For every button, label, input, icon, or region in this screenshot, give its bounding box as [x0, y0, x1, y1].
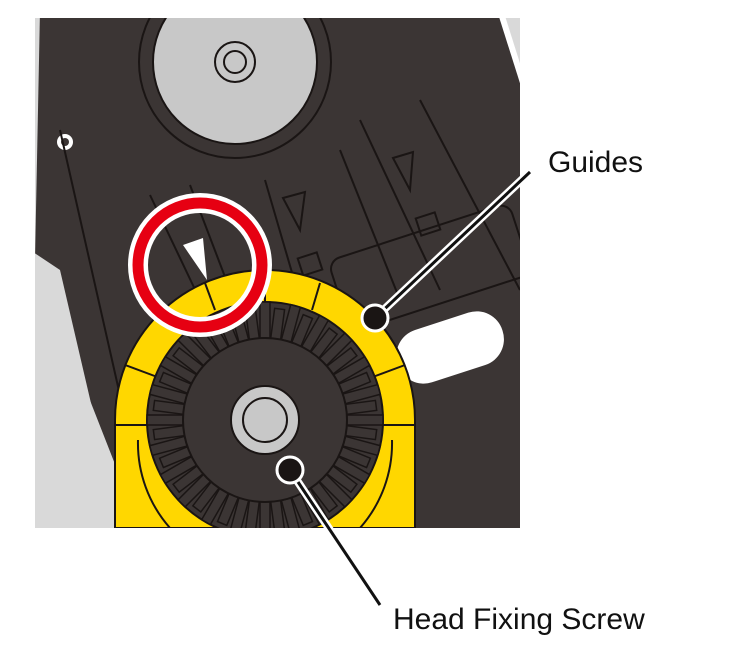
- highlight-circle: [132, 197, 268, 333]
- ribbon-reel: [152, 18, 318, 145]
- dial-tooth: [259, 301, 271, 339]
- head-fixing-screw-label: Head Fixing Screw: [393, 603, 645, 636]
- slot: [396, 311, 504, 384]
- screw-leader-line: [288, 469, 382, 606]
- guides-label: Guides: [548, 146, 644, 179]
- dial-tooth: [346, 414, 384, 426]
- guides-callout-dot: [360, 303, 390, 333]
- dial-tooth: [146, 414, 184, 426]
- screw-callout-dot: [275, 455, 305, 485]
- alignment-mark-icon: [183, 238, 207, 280]
- guides-leader-line: [373, 170, 532, 320]
- dial-tooth: [259, 501, 271, 528]
